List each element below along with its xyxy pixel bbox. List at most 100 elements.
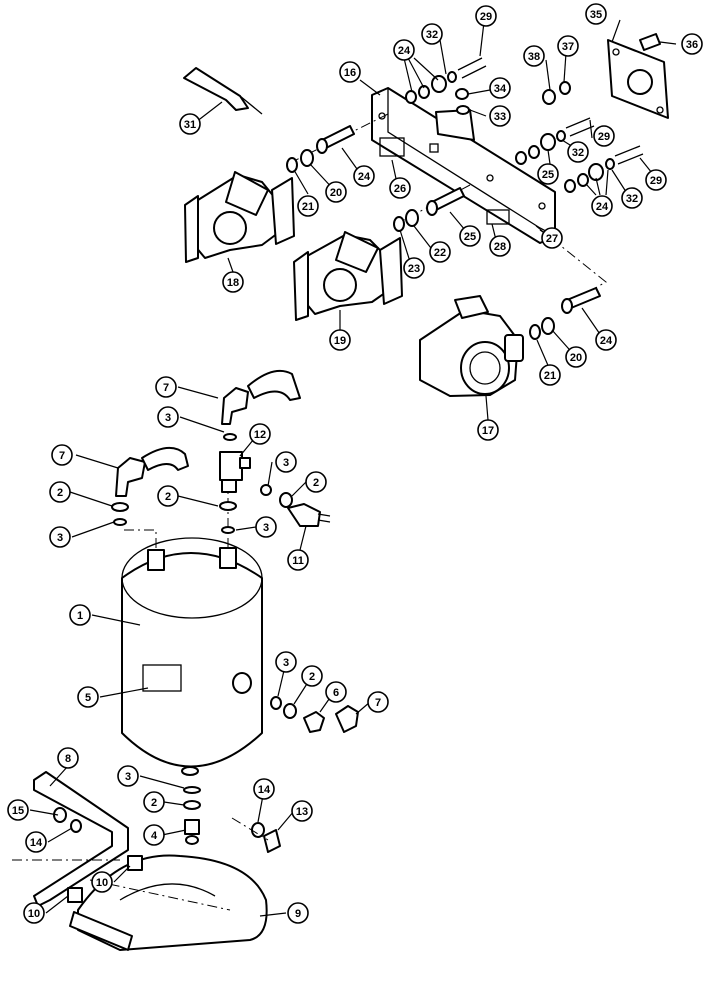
callout-25: 25: [537, 163, 559, 185]
callout-27-label: 27: [546, 233, 558, 245]
callout-3-label: 3: [263, 522, 269, 534]
callout-29: 29: [645, 169, 667, 191]
callout-18-label: 18: [227, 277, 239, 289]
callout-17-label: 17: [482, 425, 494, 437]
callout-2: 2: [305, 471, 327, 493]
callout-26: 26: [389, 177, 411, 199]
callout-2: 2: [49, 481, 71, 503]
callout-32-label: 32: [572, 147, 584, 159]
plug: [303, 711, 325, 733]
callout-3: 3: [117, 765, 139, 787]
callout-24-label: 24: [358, 171, 371, 183]
callout-33: 33: [489, 105, 511, 127]
callout-8: 8: [57, 747, 79, 769]
callout-10: 10: [23, 902, 45, 924]
callout-22: 22: [429, 241, 451, 263]
callout-20: 20: [325, 181, 347, 203]
callout-26-label: 26: [394, 183, 406, 195]
callout-31-label: 31: [184, 119, 196, 131]
callout-7: 7: [155, 376, 177, 398]
callout-19-label: 19: [334, 335, 346, 347]
callout-4-label: 4: [151, 830, 158, 842]
callout-7-label: 7: [163, 382, 169, 394]
callout-24: 24: [595, 329, 617, 351]
callout-2-label: 2: [309, 671, 315, 683]
callout-2: 2: [157, 485, 179, 507]
hose-fittings: [405, 57, 644, 193]
callout-31: 31: [179, 113, 201, 135]
callout-10-label: 10: [28, 908, 40, 920]
callout-32-label: 32: [626, 193, 638, 205]
callout-35-label: 35: [590, 9, 602, 21]
flange-plate: [542, 33, 669, 119]
callout-3-label: 3: [125, 771, 131, 783]
callout-29-label: 29: [598, 131, 610, 143]
callout-20-label: 20: [330, 187, 342, 199]
sealant-tube: [183, 67, 263, 115]
callout-38: 38: [523, 45, 545, 67]
callout-32: 32: [621, 187, 643, 209]
callout-38-label: 38: [528, 51, 540, 63]
callout-29: 29: [475, 5, 497, 27]
callout-14-label: 14: [30, 837, 43, 849]
callout-9-label: 9: [295, 908, 301, 920]
callout-24: 24: [591, 195, 613, 217]
callout-3-label: 3: [165, 412, 171, 424]
callout-37-label: 37: [562, 41, 574, 53]
callout-3-label: 3: [283, 457, 289, 469]
callout-14: 14: [25, 831, 47, 853]
callout-28-label: 28: [494, 241, 506, 253]
callout-24: 24: [393, 39, 415, 61]
callout-7-label: 7: [375, 697, 381, 709]
callout-20-label: 20: [570, 352, 582, 364]
bolts: [316, 125, 601, 314]
callout-32-label: 32: [426, 29, 438, 41]
callout-2-label: 2: [151, 797, 157, 809]
callout-21: 21: [297, 195, 319, 217]
callout-13-label: 13: [296, 806, 308, 818]
callout-2-label: 2: [165, 491, 171, 503]
coupling-head-upper: [184, 171, 295, 263]
callout-3: 3: [255, 516, 277, 538]
callout-24-label: 24: [600, 335, 613, 347]
callout-25: 25: [459, 225, 481, 247]
callout-24-label: 24: [398, 45, 411, 57]
callout-25-label: 25: [464, 231, 476, 243]
callout-11-label: 11: [292, 555, 304, 567]
callout-1-label: 1: [77, 610, 83, 622]
tee-fitting: [219, 451, 251, 493]
callout-24-label: 24: [596, 201, 609, 213]
callout-14: 14: [253, 778, 275, 800]
callout-21: 21: [539, 364, 561, 386]
callout-10: 10: [91, 871, 113, 893]
callout-13: 13: [291, 800, 313, 822]
callout-3: 3: [157, 406, 179, 428]
callout-4: 4: [143, 824, 165, 846]
seal-rings: [286, 149, 555, 340]
callout-7: 7: [367, 691, 389, 713]
tank-strap: [67, 854, 268, 951]
callout-11: 11: [287, 549, 309, 571]
switch-sensor: [287, 503, 331, 527]
callout-14-label: 14: [258, 784, 271, 796]
callout-8-label: 8: [65, 753, 71, 765]
callout-10-label: 10: [96, 877, 108, 889]
callout-27: 27: [541, 227, 563, 249]
plate-labels: [379, 137, 510, 225]
callout-23-label: 23: [408, 263, 420, 275]
callout-15-label: 15: [12, 805, 24, 817]
callout-3: 3: [275, 651, 297, 673]
callout-19: 19: [329, 329, 351, 351]
callout-1: 1: [69, 604, 91, 626]
callout-36: 36: [681, 33, 703, 55]
callout-2-label: 2: [313, 477, 319, 489]
callout-21-label: 21: [302, 201, 314, 213]
callout-3: 3: [275, 451, 297, 473]
callout-25-label: 25: [542, 169, 554, 181]
callout-29: 29: [593, 125, 615, 147]
callout-15: 15: [7, 799, 29, 821]
callout-3-label: 3: [57, 532, 63, 544]
callout-17: 17: [477, 419, 499, 441]
callout-5-label: 5: [85, 692, 91, 704]
callout-2: 2: [143, 791, 165, 813]
